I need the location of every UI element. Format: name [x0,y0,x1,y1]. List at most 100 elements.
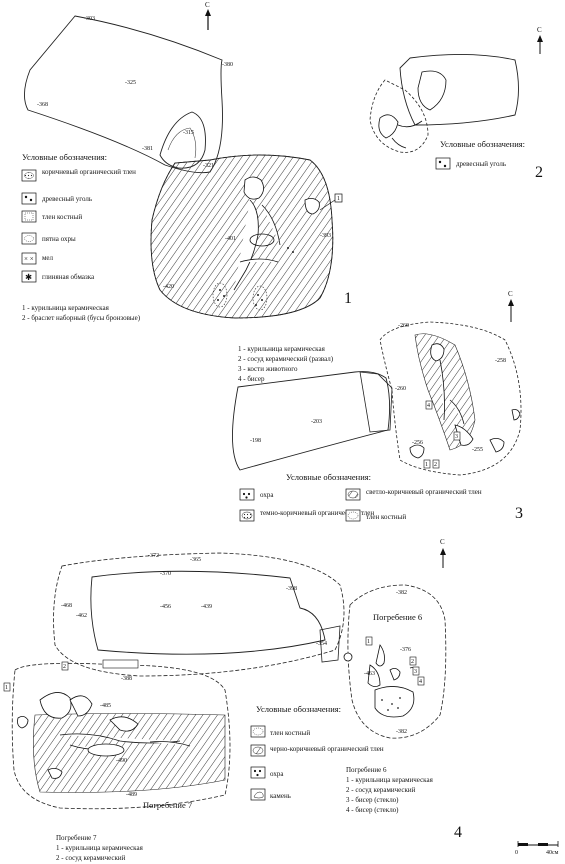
north-label: С [508,290,513,298]
svg-text:-490: -490 [116,758,127,764]
legend-item: древесный уголь [435,157,506,170]
legend-item: тлен костный [250,725,310,738]
legend-item: коричневый органический тлен [21,168,136,182]
svg-text:-321: -321 [203,163,214,169]
ochre-spots [217,247,294,306]
plate-number: 3 [515,505,523,522]
svg-text:-388: -388 [121,676,132,682]
north-arrow-icon [205,9,211,30]
svg-text:-203: -203 [311,419,322,425]
svg-text:темно-коричневый органический: темно-коричневый органический тлен [260,509,374,517]
scale-bar: 0 40см [515,841,559,856]
svg-text:-198: -198 [250,438,261,444]
skeleton-remains [378,114,423,149]
north-label: С [205,1,210,9]
svg-text:тлен костный: тлен костный [366,513,406,521]
svg-text:-315: -315 [183,130,194,136]
svg-text:коричневый органический тлен: коричневый органический тлен [42,168,136,176]
svg-text:1: 1 [425,462,428,468]
svg-text:светло-коричневый органический: светло-коричневый органический тлен [366,488,482,496]
svg-text:-260: -260 [398,323,409,329]
svg-text:тлен костный: тлен костный [270,729,310,737]
note: 2 - сосуд керамический [56,854,126,862]
callouts: 1 2 3 4 [423,400,461,469]
svg-text:2: 2 [434,462,437,468]
elevation-marks: -303 -325 -380 -368 -381 -315 -321 -401 … [37,16,331,290]
note: 1 - курильница керамическая [22,304,110,312]
legend-title: Условные обозначения: [22,152,107,162]
svg-text:40см: 40см [546,850,559,856]
legend-item: охра [239,488,274,501]
ochre-spots [381,697,401,711]
svg-text:4: 4 [419,679,422,685]
note: 2 - сосуд керамический (развал) [238,355,334,363]
grave-7-notes-title: Погребение 7 [56,834,97,842]
note: 4 - бисер (стекло) [346,806,399,814]
plate-3: С -260 -258 -260 -198 -203 -256 -255 1 [232,290,523,522]
note: 2 - сосуд керамический [346,786,416,794]
svg-text:-468: -468 [61,603,72,609]
legend-item: × × мел [21,252,54,265]
legend-title: Условные обозначения: [256,704,341,714]
svg-text:-380: -380 [222,62,233,68]
svg-text:-258: -258 [495,358,506,364]
svg-text:пятна охры: пятна охры [42,235,76,243]
plate-number: 1 [344,290,352,307]
note: 4 - бисер [238,375,265,383]
svg-text:охра: охра [260,491,274,499]
legend-item: тлен костный [21,210,82,223]
svg-text:-420: -420 [163,284,174,290]
svg-text:мел: мел [42,254,54,262]
plate-1: С -303 -325 -380 -3 [21,1,352,322]
svg-text:× ×: × × [24,255,34,263]
pit-outline [232,371,391,471]
svg-text:-462: -462 [76,613,87,619]
svg-text:✱: ✱ [25,272,32,282]
note: 3 - кости животного [238,365,298,373]
svg-text:3: 3 [455,434,458,440]
svg-text:древесный уголь: древесный уголь [42,195,92,203]
svg-text:-485: -485 [100,703,111,709]
svg-text:2: 2 [63,664,66,670]
legend-title: Условные обозначения: [286,472,371,482]
legend-item: светло-коричневый органический тлен [345,488,482,501]
svg-text:-398: -398 [286,586,297,592]
svg-text:-381: -381 [142,146,153,152]
legend-item: древесный уголь [21,192,92,205]
legend-item: пятна охры [21,232,76,245]
legend-item: охра [250,766,284,779]
legend-title: Условные обозначения: [440,139,525,149]
burial-chamber [33,713,226,793]
grave-6-finds [343,644,419,718]
elevation-marks: -372 -365 -370 -398 -468 -462 -456 -439 … [61,553,411,798]
skeleton-remains [409,343,521,459]
north-arrow-icon [537,35,543,54]
north-label: С [440,538,445,546]
note: 1 - курильница керамическая [56,844,144,852]
svg-text:2: 2 [411,659,414,665]
svg-text:-354: -354 [316,641,327,647]
note: 1 - курильница керамическая [238,345,326,353]
skeleton-remains [233,176,320,291]
svg-text:-463: -463 [364,671,375,677]
svg-text:древесный уголь: древесный уголь [456,160,506,168]
north-label: С [537,26,542,34]
svg-text:тлен костный: тлен костный [42,213,82,221]
svg-text:0: 0 [515,850,518,856]
burial-chamber [379,321,522,476]
plate-number: 4 [454,824,462,841]
svg-text:-456: -456 [160,604,171,610]
elevation-marks: -260 -258 -260 -198 -203 -256 -255 [250,323,506,453]
svg-text:-256: -256 [412,440,423,446]
svg-text:-489: -489 [126,792,137,798]
pit-niche [159,111,206,169]
svg-text:-382: -382 [396,729,407,735]
svg-text:-255: -255 [472,447,483,453]
svg-text:-376: -376 [400,647,411,653]
plate-2: С Условные обозначения: древесный уголь … [369,26,543,181]
grave-6-outline [347,584,447,739]
svg-text:-393: -393 [320,233,331,239]
pit-outline [53,552,345,677]
burial-chamber [150,154,334,319]
